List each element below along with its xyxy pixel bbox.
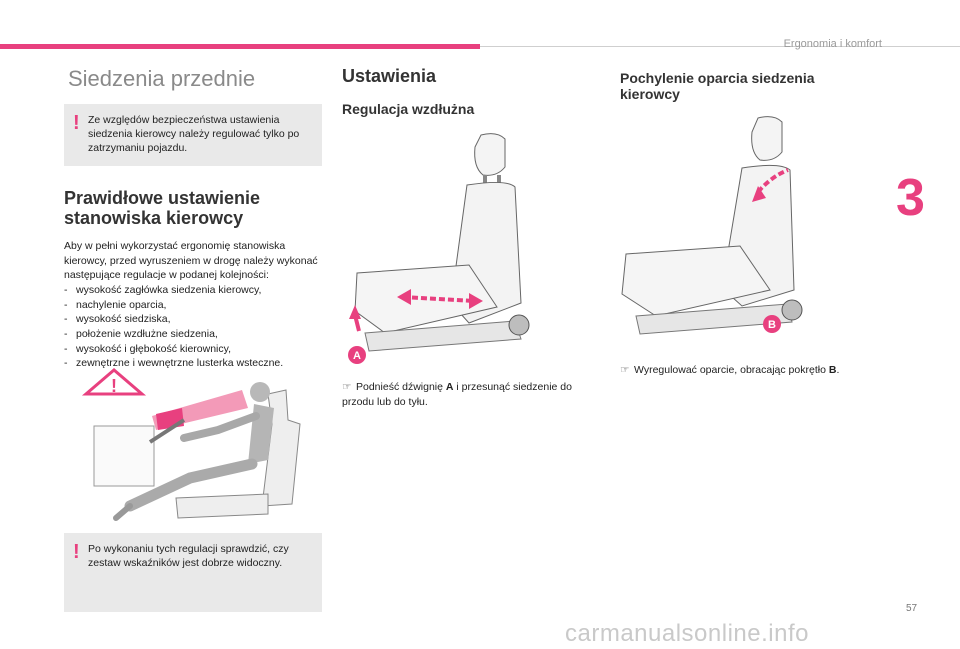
warning-text: Ze względów bezpieczeństwa ustawienia si… — [88, 114, 300, 155]
list-item: wysokość zagłówka siedzenia kierowcy, — [64, 283, 322, 298]
section-title: Ergonomia i komfort — [783, 38, 882, 50]
list-item: wysokość siedziska, — [64, 312, 322, 327]
backrest-title: Pochylenie oparcia siedzenia kierowcy — [620, 70, 815, 103]
header-rule — [480, 46, 960, 47]
check-note-text: Po wykonaniu tych regulacji sprawdzić, c… — [88, 543, 289, 570]
backrest-seat-illustration: B — [621, 116, 803, 335]
page-number: 57 — [906, 603, 918, 614]
column-settings: Ustawienia Regulacja wzdłużna — [342, 66, 474, 117]
driver-position-illustration: ! — [81, 368, 301, 521]
list-item: zewnętrzne i wewnętrzne lusterka wsteczn… — [64, 356, 322, 371]
intro-paragraph: Aby w pełni wykorzystać ergonomię stanow… — [64, 239, 318, 282]
header-accent-bar — [0, 44, 480, 49]
list-item: nachylenie oparcia, — [64, 298, 322, 313]
backrest-caption: ☞Wyregulować oparcie, obracając pokrętło… — [620, 364, 840, 376]
list-item: położenie wzdłużne siedzenia, — [64, 327, 322, 342]
list-item: wysokość i głębokość kierownicy, — [64, 342, 322, 357]
pointing-hand-icon: ☞ — [342, 381, 352, 393]
warning-note: ! Ze względów bezpieczeństwa ustawienia … — [64, 104, 322, 166]
exclamation-icon: ! — [73, 541, 80, 563]
exclamation-icon: ! — [73, 112, 80, 134]
page-title: Siedzenia przednie — [68, 66, 256, 91]
chapter-number: 3 — [896, 169, 925, 227]
adjustment-list: wysokość zagłówka siedzenia kierowcy, na… — [64, 283, 322, 371]
column-front-seats: Siedzenia przednie ! Ze względów bezpiec… — [64, 60, 322, 371]
pointing-hand-icon: ☞ — [620, 364, 630, 376]
longitudinal-seat-illustration: A — [348, 133, 530, 364]
watermark: carmanualsonline.info — [565, 620, 809, 647]
settings-title: Ustawienia — [342, 66, 437, 86]
section-heading: Prawidłowe ustawienie stanowiska kierowc… — [64, 187, 261, 229]
longitudinal-subtitle: Regulacja wzdłużna — [342, 101, 475, 117]
label-b: B — [768, 319, 776, 331]
svg-text:!: ! — [111, 376, 117, 396]
label-a: A — [353, 350, 361, 362]
check-note: ! Po wykonaniu tych regulacji sprawdzić,… — [64, 533, 322, 612]
longitudinal-caption: ☞Podnieść dźwignię A i przesunąć siedzen… — [342, 381, 572, 408]
